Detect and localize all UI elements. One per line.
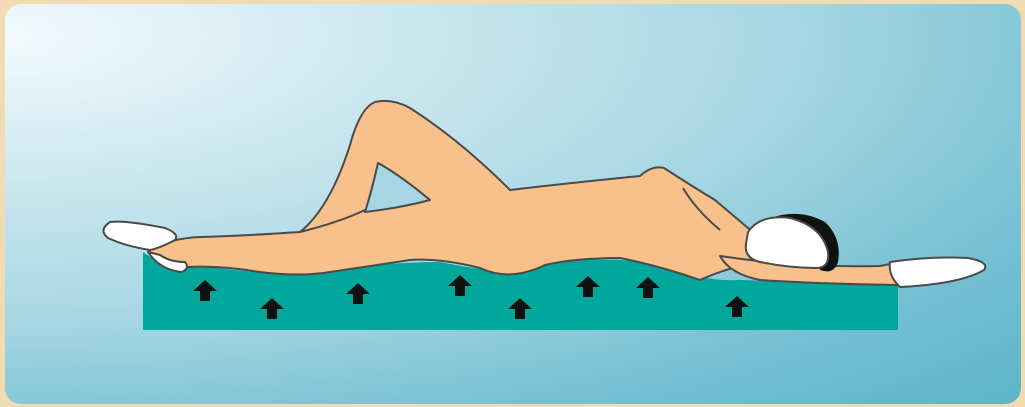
right-sock	[890, 258, 986, 288]
illustration-panel	[5, 4, 1021, 404]
diagram-svg	[5, 4, 1021, 404]
left-sock	[103, 222, 176, 250]
body-torso-legs	[148, 101, 790, 280]
